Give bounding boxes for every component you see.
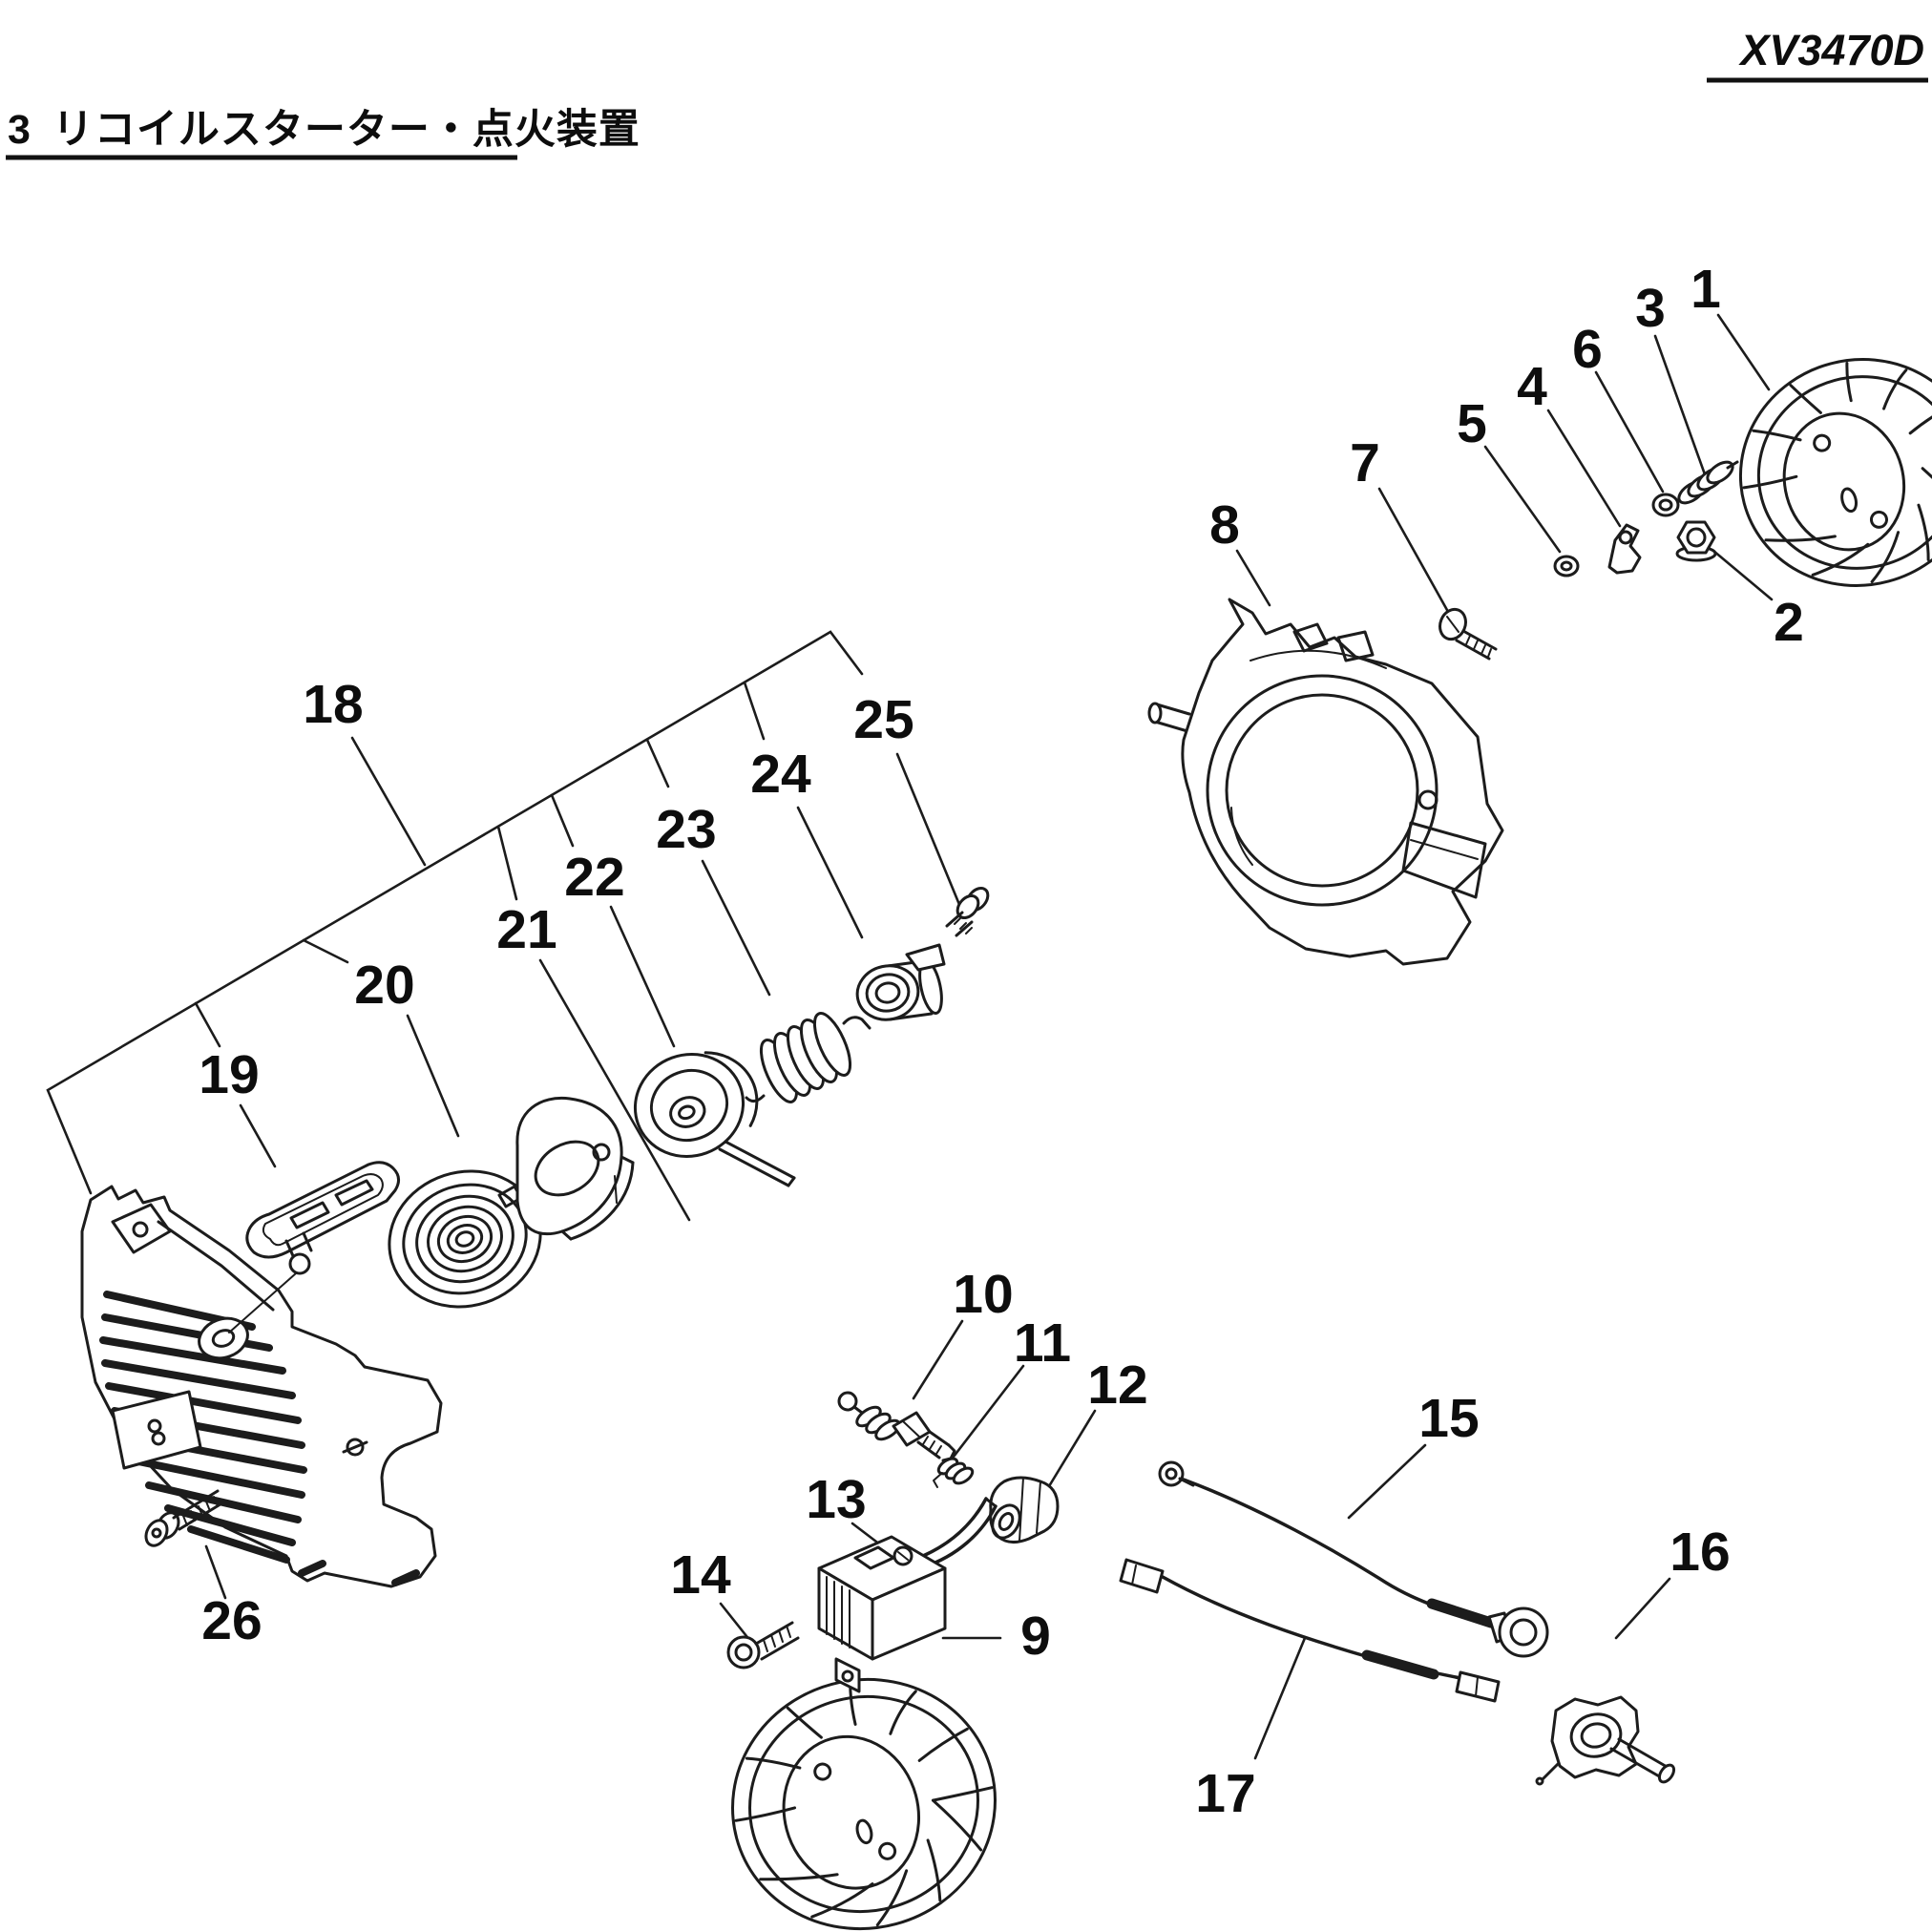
callout-12: 12 bbox=[1087, 1354, 1147, 1416]
parts-art bbox=[80, 358, 1932, 1931]
leader-1 bbox=[1716, 313, 1771, 391]
ratchet-drum bbox=[855, 943, 946, 1021]
terminal-spring bbox=[933, 1457, 975, 1488]
tick-23 bbox=[645, 738, 670, 788]
fan-housing bbox=[1147, 598, 1504, 966]
spark-plug-cap bbox=[989, 1476, 1060, 1544]
callout-17: 17 bbox=[1195, 1763, 1255, 1824]
callout-4: 4 bbox=[1517, 356, 1547, 417]
model-code: XV3470D bbox=[1737, 26, 1924, 74]
callout-24: 24 bbox=[750, 744, 811, 805]
callout-labels: 1 2 3 4 5 6 7 8 9 10 11 12 13 14 15 16 1… bbox=[199, 259, 1804, 1824]
leader-15 bbox=[1347, 1443, 1427, 1520]
callout-5: 5 bbox=[1457, 393, 1487, 454]
flywheel-nut bbox=[1675, 520, 1717, 562]
ignition-coil bbox=[817, 1497, 998, 1693]
stop-switch-wire bbox=[1119, 1460, 1549, 1703]
leader-20 bbox=[406, 1014, 460, 1138]
callout-13: 13 bbox=[806, 1469, 866, 1530]
leader-16 bbox=[1614, 1577, 1671, 1640]
callout-15: 15 bbox=[1418, 1388, 1479, 1449]
leader-8 bbox=[1235, 549, 1271, 607]
leader-21 bbox=[538, 958, 691, 1222]
callout-11: 11 bbox=[1014, 1312, 1071, 1374]
leader-18 bbox=[350, 736, 427, 867]
spark-plug bbox=[837, 1391, 956, 1462]
leader-22 bbox=[609, 905, 676, 1048]
callout-10: 10 bbox=[953, 1264, 1013, 1325]
leader-3 bbox=[1653, 334, 1707, 476]
section-number: 3 bbox=[8, 107, 32, 153]
leader-25 bbox=[895, 752, 962, 909]
leader-lines bbox=[46, 313, 1774, 1760]
flywheel bbox=[1738, 358, 1932, 587]
leader-5 bbox=[1483, 445, 1562, 554]
callout-16: 16 bbox=[1670, 1522, 1730, 1583]
section-title: リコイルスターター・点火装置 bbox=[52, 107, 640, 153]
callout-19: 19 bbox=[199, 1044, 259, 1105]
leader-24 bbox=[796, 806, 864, 939]
callout-25: 25 bbox=[853, 689, 914, 750]
callout-3: 3 bbox=[1635, 278, 1666, 339]
header: 3 リコイルスターター・点火装置 XV3470D bbox=[6, 26, 1928, 160]
callout-23: 23 bbox=[656, 799, 716, 860]
page-title: 3 リコイルスターター・点火装置 bbox=[8, 107, 640, 153]
leader-17 bbox=[1253, 1636, 1307, 1760]
callout-26: 26 bbox=[201, 1590, 262, 1651]
callout-2: 2 bbox=[1774, 592, 1804, 653]
leader-10 bbox=[912, 1319, 964, 1400]
callout-6: 6 bbox=[1572, 319, 1603, 380]
leader-23 bbox=[701, 859, 771, 997]
tick-20 bbox=[302, 938, 349, 964]
callout-22: 22 bbox=[564, 847, 624, 908]
flywheel-spring bbox=[1677, 460, 1739, 505]
callout-1: 1 bbox=[1690, 259, 1721, 320]
callout-7: 7 bbox=[1350, 432, 1380, 494]
starter-case-plate bbox=[515, 1096, 635, 1241]
leader-11 bbox=[952, 1364, 1025, 1459]
leader-26 bbox=[204, 1544, 227, 1600]
leader-4 bbox=[1546, 409, 1622, 528]
callout-18: 18 bbox=[303, 674, 363, 735]
rewind-spring-cassette bbox=[388, 1169, 542, 1309]
tick-21 bbox=[496, 825, 518, 901]
callout-21: 21 bbox=[496, 899, 556, 960]
callout-20: 20 bbox=[354, 955, 414, 1016]
starter-handle bbox=[228, 1161, 400, 1334]
starter-case bbox=[80, 1185, 443, 1588]
tick-24 bbox=[743, 681, 766, 741]
leader-7 bbox=[1377, 487, 1454, 620]
leader-2 bbox=[1712, 549, 1774, 601]
coil-mount-screw bbox=[726, 1621, 800, 1670]
leader-19 bbox=[239, 1103, 277, 1168]
coil-set-screw bbox=[892, 1545, 914, 1566]
tick-19 bbox=[194, 1001, 221, 1048]
rope-reel bbox=[633, 1051, 796, 1187]
tick-22 bbox=[550, 793, 575, 848]
washer-large bbox=[1651, 493, 1680, 517]
leader-12 bbox=[1044, 1409, 1097, 1493]
return-spring-coil bbox=[745, 1012, 872, 1103]
leader-6 bbox=[1594, 370, 1665, 494]
housing-screw bbox=[1438, 607, 1498, 661]
reel-screw bbox=[945, 886, 990, 937]
stop-switch bbox=[1535, 1695, 1676, 1786]
callout-14: 14 bbox=[670, 1544, 731, 1606]
flywheel-ignition-side bbox=[731, 1677, 997, 1931]
pawl bbox=[1607, 523, 1642, 575]
case-screw bbox=[144, 1489, 225, 1547]
callout-9: 9 bbox=[1020, 1606, 1051, 1667]
callout-8: 8 bbox=[1209, 494, 1240, 556]
group-bracket-18 bbox=[46, 630, 864, 1195]
washer-small bbox=[1553, 555, 1580, 578]
